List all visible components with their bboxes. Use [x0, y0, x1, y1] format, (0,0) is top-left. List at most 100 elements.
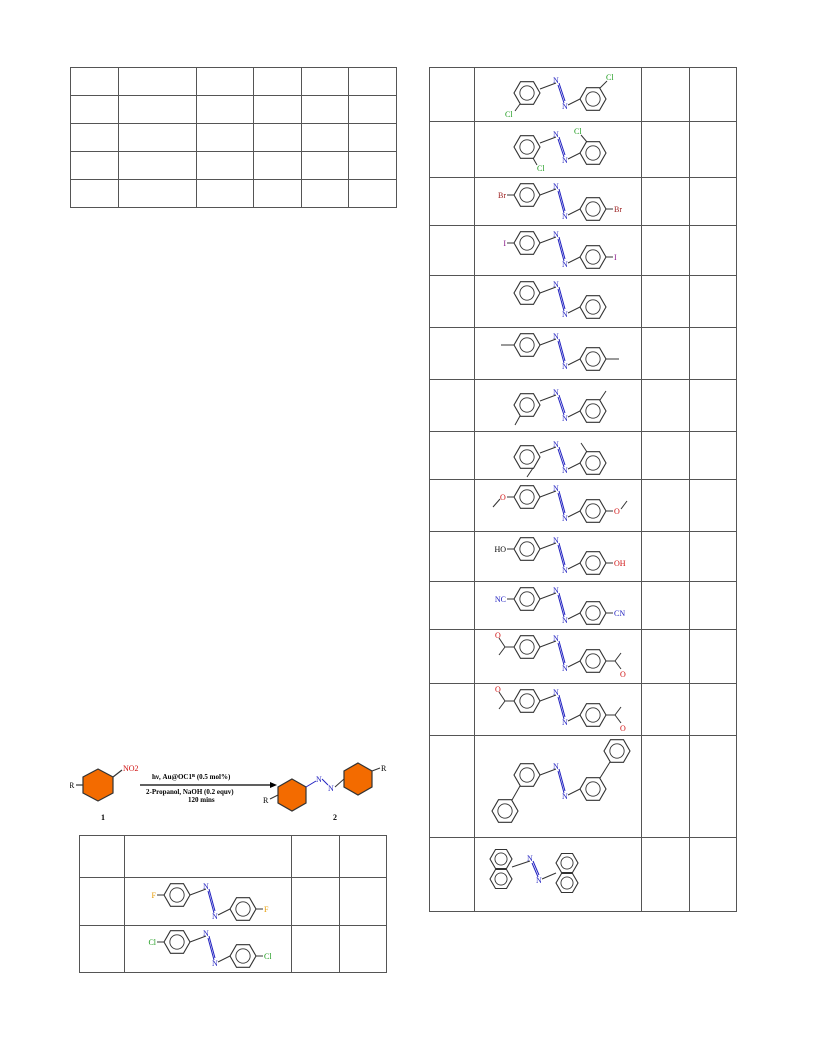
svg-text:F: F: [264, 905, 269, 914]
svg-text:N: N: [562, 212, 568, 221]
table-cell: [688, 431, 738, 480]
table-cell: [196, 123, 255, 152]
svg-text:N: N: [328, 784, 334, 793]
table-cell: [641, 177, 690, 226]
table-cell: [428, 67, 476, 122]
svg-text:N: N: [562, 260, 568, 269]
svg-text:N: N: [562, 514, 568, 523]
table-cell: [291, 925, 340, 973]
reactant-r-label: R: [70, 781, 75, 790]
table-cell: [291, 835, 340, 878]
svg-text:N: N: [316, 775, 322, 784]
table-cell: [428, 735, 476, 838]
azo-molecule: N N NC CN: [495, 586, 625, 625]
svg-text:Cl: Cl: [505, 110, 513, 119]
table-cell: [301, 123, 349, 152]
table-cell: [688, 379, 738, 432]
svg-text:N: N: [553, 688, 559, 697]
svg-text:N: N: [553, 182, 559, 191]
svg-text:NC: NC: [495, 595, 506, 604]
table-cell: [641, 531, 690, 582]
svg-text:O: O: [614, 507, 620, 516]
table-cell: [69, 179, 120, 208]
svg-text:N: N: [553, 130, 559, 139]
svg-text:N: N: [212, 959, 218, 968]
molecule-structure: NN: [513, 388, 608, 425]
svg-text:N: N: [212, 912, 218, 921]
table-cell: [347, 95, 398, 124]
table-cell: [253, 151, 303, 180]
table-cell: [641, 479, 690, 532]
svg-text:N: N: [553, 586, 559, 595]
table-cell: [688, 683, 738, 736]
table-cell: [641, 225, 690, 276]
table-cell: [641, 379, 690, 432]
svg-text:N: N: [562, 616, 568, 625]
svg-text:N: N: [553, 388, 559, 397]
svg-text:Cl: Cl: [149, 938, 157, 947]
svg-text:N: N: [553, 280, 559, 289]
table-cell: [428, 581, 476, 630]
table-cell: [291, 877, 340, 926]
molecule-structure: NN: [491, 738, 632, 823]
table-row: [69, 179, 398, 208]
table-cell: [253, 95, 303, 124]
svg-text:I: I: [504, 239, 507, 248]
table-cell: [688, 735, 738, 838]
molecule-structure: NN: [513, 280, 608, 319]
table-cell: [688, 121, 738, 178]
conditions-line-2: 2-Propanol, NaOH (0.2 equv): [146, 788, 234, 796]
nitro-label: NO2: [123, 764, 139, 773]
svg-text:N: N: [562, 566, 568, 575]
reactant-nitroarene: NO2 R: [70, 764, 139, 802]
table-cell: [428, 327, 476, 380]
table-cell: [301, 151, 349, 180]
svg-text:O: O: [495, 631, 501, 640]
product-azobenzene: N N R R: [263, 762, 387, 812]
azo-molecule: NN: [513, 440, 608, 477]
svg-text:N: N: [562, 792, 568, 801]
table-cell: [69, 95, 120, 124]
table-cell: [428, 225, 476, 276]
table-cell: [118, 67, 198, 96]
table-cell: [253, 179, 303, 208]
molecule-structure: N N NC CN: [495, 586, 625, 625]
svg-text:N: N: [562, 310, 568, 319]
table-cell: [641, 629, 690, 684]
svg-text:N: N: [553, 762, 559, 771]
molecule-structure: NN: [513, 440, 608, 477]
reaction-scheme: NO2 R 1 hν, Au@OC1ᴿ (0.5 mol%) 2-Propano…: [70, 755, 400, 825]
svg-text:N: N: [553, 76, 559, 85]
svg-text:HO: HO: [495, 545, 507, 554]
table-cell: [641, 327, 690, 380]
svg-text:Cl: Cl: [264, 952, 272, 961]
svg-text:N: N: [562, 718, 568, 727]
table-cell: [688, 177, 738, 226]
svg-text:CN: CN: [614, 609, 625, 618]
table-cell: [688, 225, 738, 276]
table-cell: [253, 67, 303, 96]
table-cell: [428, 275, 476, 328]
svg-text:N: N: [562, 102, 568, 111]
svg-text:N: N: [553, 484, 559, 493]
table-cell: [428, 629, 476, 684]
structure-cell: N N NC CN: [474, 581, 643, 630]
table-cell: [196, 151, 255, 180]
